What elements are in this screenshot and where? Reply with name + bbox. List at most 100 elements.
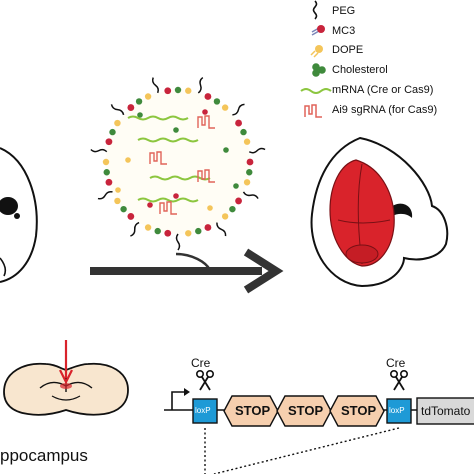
dope-lipid <box>144 224 152 231</box>
cre-label-right: Cre <box>386 356 406 370</box>
cre-label-left: Cre <box>191 356 211 370</box>
mc3-legend-icon <box>311 25 325 36</box>
dope-lipid <box>114 119 121 127</box>
sgrna-molecule <box>159 201 177 215</box>
peg-chain <box>248 147 266 154</box>
peg-chain <box>90 148 108 153</box>
peg-chain <box>232 103 245 116</box>
dope-lipid <box>243 138 251 145</box>
hippocampus-label: ppocampus <box>0 446 88 465</box>
loxp-label-right: loxP <box>389 406 405 415</box>
peg-chain <box>175 233 181 251</box>
cholesterol-molecule <box>195 227 202 235</box>
inner-lipid <box>173 193 179 199</box>
peg-legend-icon <box>312 0 318 20</box>
mrna-strand <box>149 175 211 181</box>
mc3-lipid <box>127 104 135 111</box>
inner-lipid <box>207 205 213 211</box>
loxp-box-left <box>192 398 218 424</box>
peg-chain <box>110 104 125 116</box>
sgrna-molecule <box>149 151 167 165</box>
cholesterol-molecule <box>213 98 221 105</box>
stop-label: STOP <box>235 403 271 418</box>
sgrna-molecule <box>197 169 215 183</box>
brain-coronal-slice <box>3 340 129 416</box>
dope-lipid <box>243 179 251 186</box>
legend-label-cholesterol: Cholesterol <box>332 64 388 76</box>
dope-lipid <box>114 197 121 205</box>
reporter-construct <box>164 370 474 474</box>
cholesterol-molecule <box>240 128 247 136</box>
inner-lipid <box>233 183 239 189</box>
recombination-lines <box>204 427 400 474</box>
mc3-lipid <box>204 224 212 231</box>
loxp-box-right <box>386 398 412 424</box>
mc3-lipid <box>105 138 113 146</box>
stop-hexagon <box>329 395 385 427</box>
mouse-left-eye <box>14 213 20 219</box>
peg-chain <box>197 76 204 94</box>
dope-lipid <box>221 104 229 111</box>
sgrna-molecule <box>197 115 215 129</box>
peg-chain <box>130 221 140 237</box>
mrna-legend-icon <box>300 88 332 94</box>
mc3-lipid <box>246 158 254 166</box>
inner-lipid <box>173 127 179 133</box>
mc3-lipid <box>235 197 242 205</box>
dope-lipid <box>221 213 229 220</box>
inner-lipid <box>137 112 143 118</box>
legend-label-peg: PEG <box>332 5 356 17</box>
scissors-icon-right <box>390 370 409 391</box>
loxp-label-left: loxP <box>195 406 211 415</box>
dope-lipid <box>102 158 110 166</box>
dope-lipid <box>144 93 152 100</box>
stop-label: STOP <box>288 403 324 418</box>
mrna-strand <box>137 137 199 143</box>
mc3-lipid <box>164 87 172 95</box>
reporter-gene-box <box>416 397 474 425</box>
mc3-lipid <box>204 93 212 100</box>
injection-arrow <box>90 248 284 294</box>
legend-label-mc3: MC3 <box>332 25 356 37</box>
cholesterol-molecule <box>120 205 127 213</box>
cholesterol-legend-icon <box>312 63 326 77</box>
cholesterol-molecule <box>103 169 110 176</box>
dope-lipid <box>185 87 192 94</box>
legend-label-dope: DOPE <box>332 44 364 56</box>
inner-lipid <box>223 147 229 153</box>
mouse-right <box>310 136 449 288</box>
inner-lipid <box>115 187 121 193</box>
cholesterol-molecule <box>246 169 253 176</box>
mrna-strand <box>127 115 189 121</box>
lipid-nanoparticle <box>90 76 266 251</box>
cholesterol-molecule <box>109 128 116 136</box>
inner-lipid <box>125 157 131 163</box>
peg-chain <box>97 190 113 200</box>
dope-legend-icon <box>310 45 323 58</box>
cholesterol-molecule <box>135 98 143 105</box>
mouse-left <box>0 147 38 283</box>
red-brain <box>329 159 395 267</box>
mc3-lipid <box>164 229 172 237</box>
mouse-left-ear <box>0 197 18 215</box>
legend-label-sgrna: Ai9 sgRNA (for Cas9) <box>332 104 438 116</box>
inner-lipid <box>202 109 208 115</box>
mc3-lipid <box>105 178 113 186</box>
peg-chain <box>151 77 159 94</box>
dope-lipid <box>185 230 192 237</box>
mrna-strand <box>137 197 199 203</box>
mc3-lipid <box>235 119 242 127</box>
scissors-icon-left <box>196 370 215 391</box>
inner-lipid <box>147 202 153 208</box>
cholesterol-molecule <box>229 205 236 213</box>
sgrna-legend-icon <box>304 104 322 118</box>
mc3-lipid <box>127 213 135 220</box>
promoter-arrow <box>171 391 188 410</box>
legend <box>300 0 332 118</box>
reporter-label: tdTomato <box>421 404 471 418</box>
legend-label-mrna: mRNA (Cre or Cas9) <box>332 84 434 96</box>
stop-label: STOP <box>341 403 377 418</box>
peg-chain <box>216 222 227 237</box>
cholesterol-molecule <box>154 227 161 235</box>
